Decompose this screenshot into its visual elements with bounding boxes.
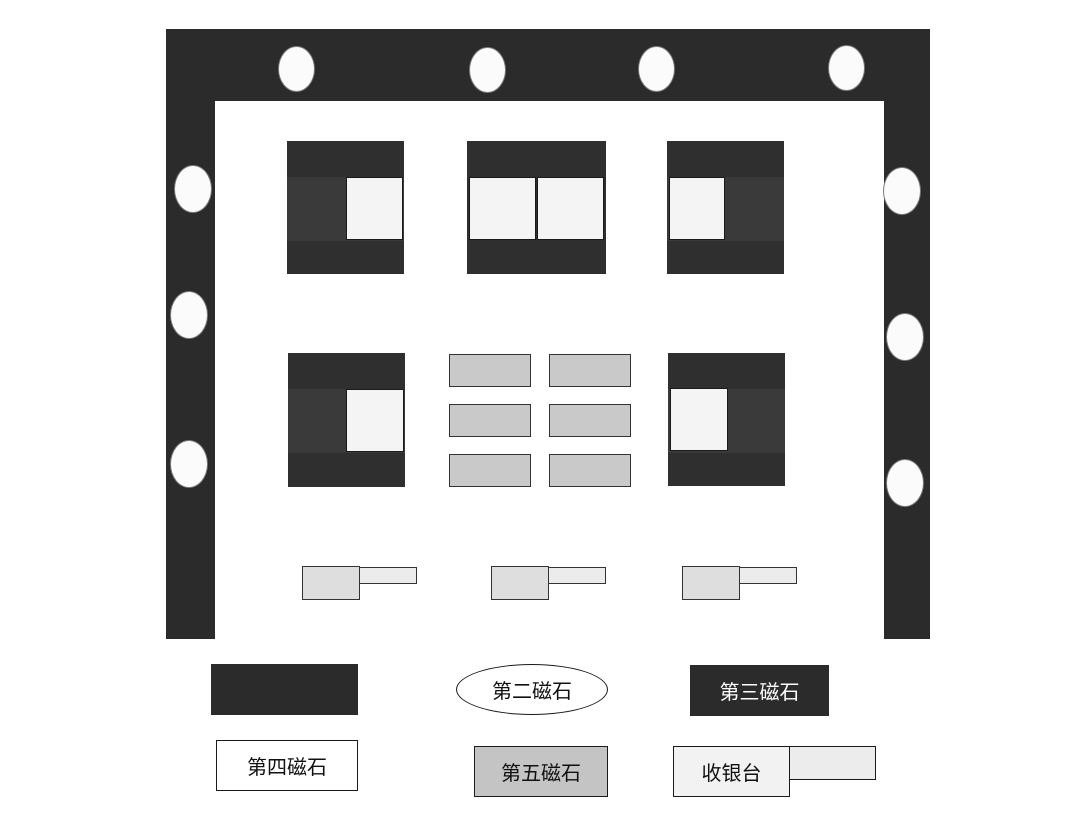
- legend-fourth-magnet: 第四磁石: [216, 740, 358, 791]
- checkout-counter-extension: [359, 567, 417, 584]
- legend-checkout-label: 收银台: [701, 761, 762, 785]
- fifth-magnet-table: [449, 404, 531, 437]
- legend-second-magnet: 第二磁石: [456, 664, 608, 715]
- checkout-counter-extension: [548, 567, 606, 584]
- second-magnet-spot: [886, 313, 924, 361]
- fourth-magnet-endcap: [346, 177, 403, 240]
- legend-fourth-magnet-label: 第四磁石: [247, 755, 327, 779]
- checkout-counter-extension: [739, 567, 797, 584]
- second-magnet-spot: [170, 440, 208, 488]
- checkout-counter: [682, 566, 740, 600]
- legend-first-magnet: [211, 664, 358, 715]
- legend-second-magnet-label: 第二磁石: [492, 679, 572, 703]
- fifth-magnet-table: [549, 454, 631, 487]
- fourth-magnet-endcap: [346, 389, 404, 452]
- fifth-magnet-table: [549, 404, 631, 437]
- legend-checkout: 收银台: [673, 746, 790, 797]
- checkout-counter: [302, 566, 360, 600]
- second-magnet-spot: [886, 459, 924, 507]
- second-magnet-spot: [170, 291, 208, 339]
- second-magnet-spot: [469, 47, 506, 93]
- legend-checkout-extension: [788, 746, 876, 780]
- fourth-magnet-endcap: [670, 388, 728, 451]
- fourth-magnet-endcap: [537, 177, 604, 240]
- fifth-magnet-table: [549, 354, 631, 387]
- second-magnet-spot: [278, 46, 315, 92]
- legend-third-magnet-label: 第三磁石: [719, 680, 800, 704]
- legend-fifth-magnet-label: 第五磁石: [501, 761, 581, 785]
- fourth-magnet-endcap: [469, 177, 536, 240]
- legend-fifth-magnet: 第五磁石: [474, 746, 608, 797]
- fifth-magnet-table: [449, 454, 531, 487]
- second-magnet-spot: [638, 46, 675, 92]
- second-magnet-spot: [883, 167, 921, 215]
- fourth-magnet-endcap: [669, 177, 725, 240]
- legend-third-magnet: 第三磁石: [690, 665, 829, 716]
- second-magnet-spot: [174, 165, 212, 213]
- checkout-counter: [491, 566, 549, 600]
- fifth-magnet-table: [449, 354, 531, 387]
- second-magnet-spot: [828, 45, 865, 91]
